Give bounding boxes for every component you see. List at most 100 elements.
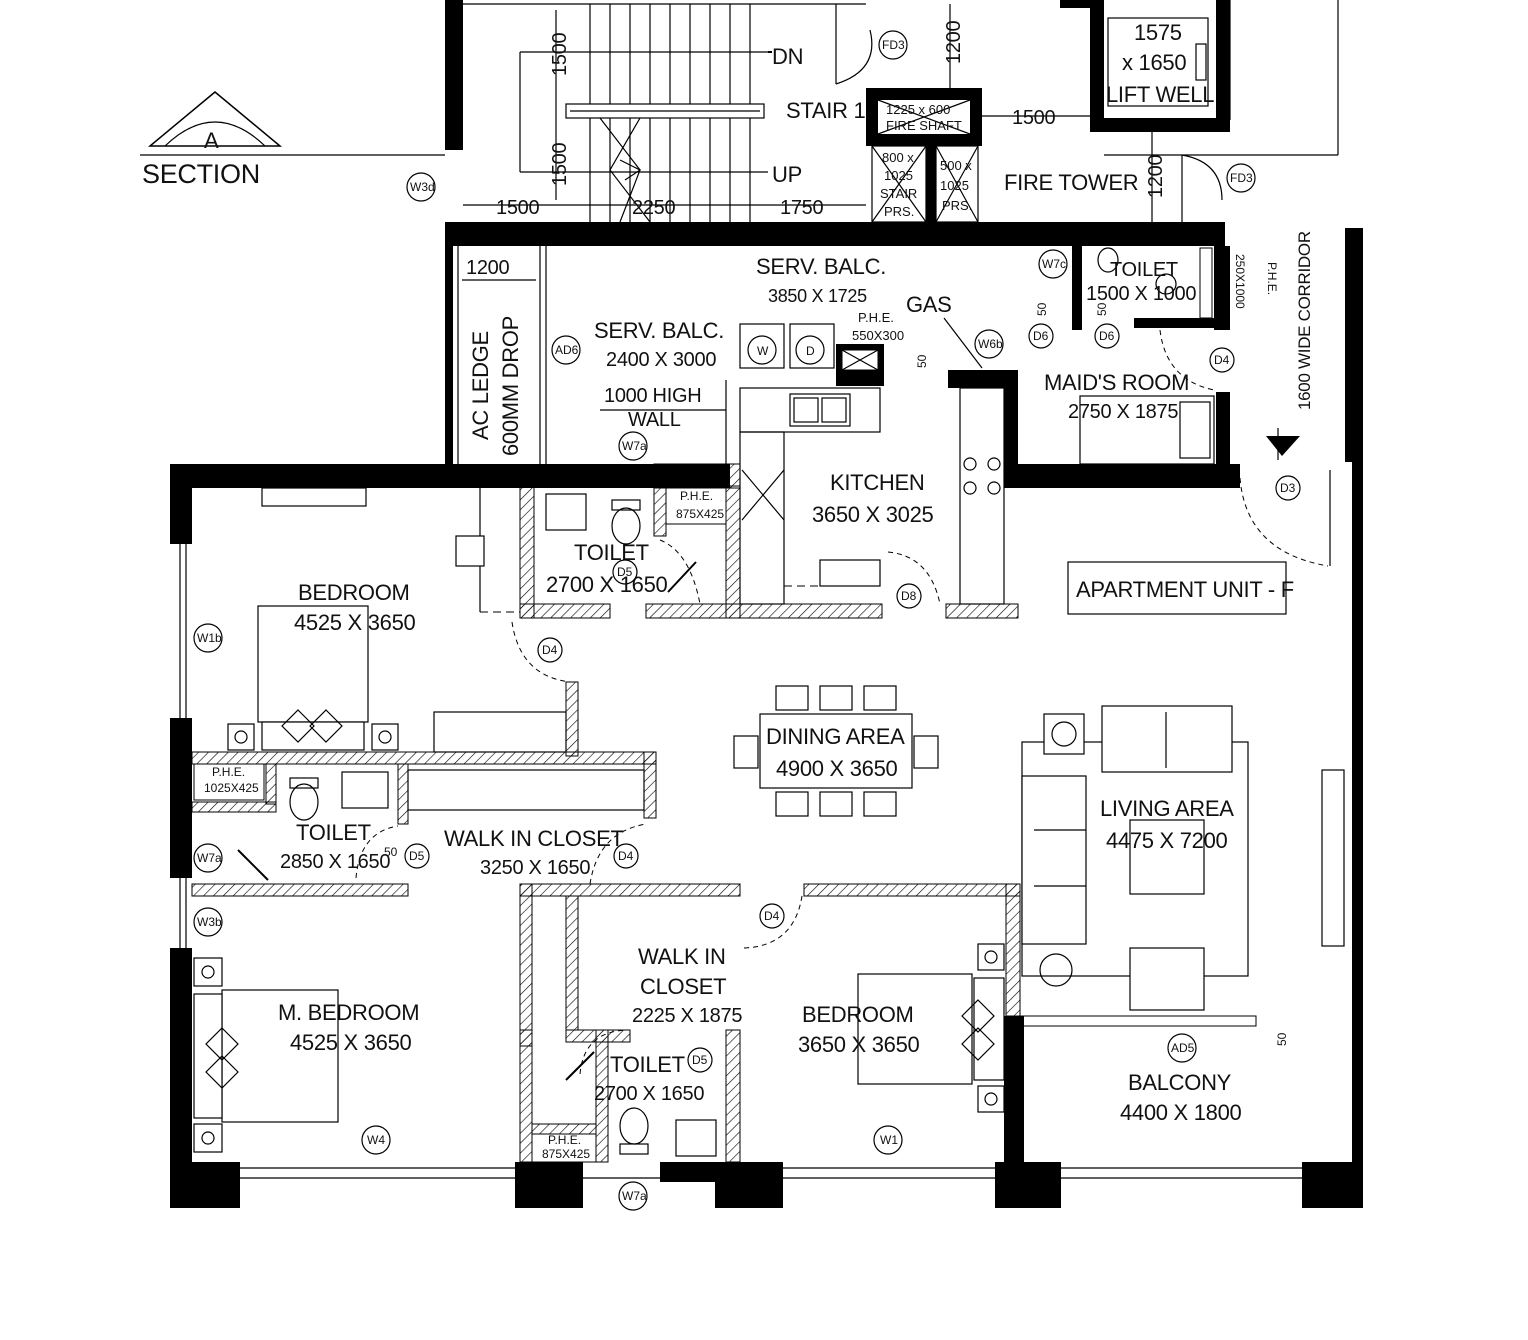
tag-AD6: AD6	[551, 335, 581, 365]
maids-room-name: MAID'S ROOM	[1044, 370, 1189, 395]
svg-text:W3b: W3b	[197, 915, 222, 929]
toilet2-phe-line1: P.H.E.	[212, 765, 245, 779]
ac-ledge-line2: 600MM DROP	[498, 316, 523, 456]
ac-ledge-line1: AC LEDGE	[468, 331, 493, 440]
shaft-hatches	[871, 99, 979, 223]
core-labels: DN STAIR 1 UP 1575 x 1650 LIFT WELL 1225…	[772, 20, 1215, 219]
serv-balc-2-name: SERV. BALC.	[594, 318, 724, 343]
living-name: LIVING AREA	[1100, 796, 1234, 821]
toilet1-size: 2700 X 1650	[546, 572, 668, 597]
section-marker: A SECTION	[140, 91, 445, 189]
prs-line3: PRS.	[942, 198, 972, 213]
svg-text:W3d: W3d	[410, 180, 435, 194]
tag-W4: W4	[361, 1125, 391, 1155]
toilet2-size: 2850 X 1650	[280, 851, 390, 873]
dim-50-maid: 50	[1035, 302, 1049, 316]
dim-1500-upper: 1500	[549, 33, 571, 76]
dim-1500-bottom: 1500	[496, 197, 539, 219]
dim-1500-tower: 1500	[1012, 107, 1055, 129]
bedroom1-size: 4525 X 3650	[294, 610, 416, 635]
svg-text:D4: D4	[618, 849, 634, 863]
toilet1-phe-line1: P.H.E.	[680, 489, 713, 503]
stair-name: STAIR 1	[786, 98, 865, 123]
dim-50-balcony: 50	[1275, 1032, 1289, 1046]
kitchen-fixtures: W D P.H.E. 550X300	[739, 310, 1005, 605]
gas-label: GAS	[906, 292, 952, 317]
dim-2250: 2250	[632, 197, 675, 219]
room-labels: SERV. BALC. 3850 X 1725 SERV. BALC. 2400…	[278, 231, 1314, 1125]
dim-1500-lower: 1500	[549, 143, 571, 186]
tag-D6-2: D6	[1094, 323, 1120, 349]
kitchen-phe-line1: P.H.E.	[858, 310, 894, 325]
svg-text:W7a: W7a	[197, 851, 222, 865]
unit-label: APARTMENT UNIT - F	[1076, 577, 1294, 602]
serv-balc-2-size: 2400 X 3000	[606, 349, 716, 371]
tag-D6-1: D6	[1028, 323, 1054, 349]
stair-up-label: UP	[772, 162, 802, 187]
svg-text:D4: D4	[1214, 353, 1230, 367]
svg-text:D6: D6	[1099, 329, 1115, 343]
fire-shaft-line2: FIRE SHAFT	[886, 118, 962, 133]
toilet-maid-size: 1500 X 1000	[1086, 283, 1196, 305]
svg-text:W7a: W7a	[622, 439, 647, 453]
core-doors	[835, 4, 1223, 222]
core-dimensions: 1500 2250 1750 1500 1500 1200 1500 1200	[463, 4, 1167, 222]
stair-prs-line1: 800 x	[882, 150, 914, 165]
high-wall-line2: WALL	[628, 409, 681, 431]
prs-line1: 500 x	[940, 158, 972, 173]
tag-FD3-2: FD3	[1226, 163, 1256, 193]
kitchen-phe-line2: 550X300	[852, 328, 904, 343]
core-walls	[445, 0, 1339, 246]
washer-label: W	[757, 344, 769, 358]
toilet3-name: TOILET	[610, 1052, 685, 1077]
tag-D3: D3	[1275, 475, 1301, 501]
wic1-name: WALK IN CLOSET	[444, 826, 624, 851]
bedroom1-name: BEDROOM	[298, 580, 410, 605]
lift-well-line2: x 1650	[1122, 50, 1186, 75]
bedroom2-size: 3650 X 3650	[798, 1032, 920, 1057]
toilet2-name: TOILET	[296, 820, 371, 845]
svg-text:D4: D4	[542, 643, 558, 657]
tag-D5-1: D5	[612, 559, 638, 585]
serv-balc-1-name: SERV. BALC.	[756, 254, 886, 279]
svg-text:D6: D6	[1033, 329, 1049, 343]
tag-D4-bed1: D4	[537, 637, 563, 663]
lift-well-line1: 1575	[1134, 20, 1182, 45]
tag-D5-2: D5	[404, 843, 430, 869]
bedroom2-name: BEDROOM	[802, 1002, 914, 1027]
dryer-label: D	[806, 344, 815, 358]
tag-W7a-2: W7a	[193, 843, 223, 873]
tag-W3d: W3d	[406, 172, 436, 202]
tags: W3d FD3 FD3 W7c W6b AD6 W7a D6 D6 D4 D3 …	[193, 30, 1301, 1211]
toilet1-phe-line2: 875X425	[676, 507, 724, 521]
dim-50-toilet2: 50	[384, 845, 398, 859]
prs-line2: 1025	[940, 178, 969, 193]
tag-D4-bed2: D4	[759, 903, 785, 929]
tag-D8: D8	[896, 583, 922, 609]
m-bedroom-name: M. BEDROOM	[278, 1000, 419, 1025]
svg-text:FD3: FD3	[882, 38, 905, 52]
dim-1200-shaft: 1200	[943, 21, 965, 64]
stair-prs-line2: 1025	[884, 168, 913, 183]
tag-W7a-1: W7a	[618, 431, 648, 461]
toilet3-phe-line1: P.H.E.	[548, 1133, 581, 1147]
svg-text:D4: D4	[764, 909, 780, 923]
tag-D4-wic: D4	[613, 843, 639, 869]
svg-text:W7a: W7a	[622, 1189, 647, 1203]
maid-phe-line1: P.H.E.	[1265, 262, 1279, 295]
tag-D5-3: D5	[687, 1047, 713, 1073]
tag-W1b: W1b	[193, 623, 223, 653]
furniture	[193, 395, 1345, 1153]
interior-walls	[191, 463, 1257, 1163]
small-dimensions: 50 50 50 50 50	[384, 302, 1289, 1046]
lift-well-line3: LIFT WELL	[1106, 82, 1214, 107]
svg-text:W4: W4	[367, 1133, 385, 1147]
balcony-name: BALCONY	[1128, 1070, 1232, 1095]
section-label: SECTION	[142, 159, 260, 189]
tag-W7a-3: W7a	[618, 1181, 648, 1211]
stair-dn-label: DN	[772, 44, 803, 69]
section-letter: A	[204, 128, 219, 153]
toilet3-phe-line2: 875X425	[542, 1147, 590, 1161]
svg-text:W6b: W6b	[978, 337, 1003, 351]
service-area: P.H.E. 250X1000	[445, 246, 1279, 486]
